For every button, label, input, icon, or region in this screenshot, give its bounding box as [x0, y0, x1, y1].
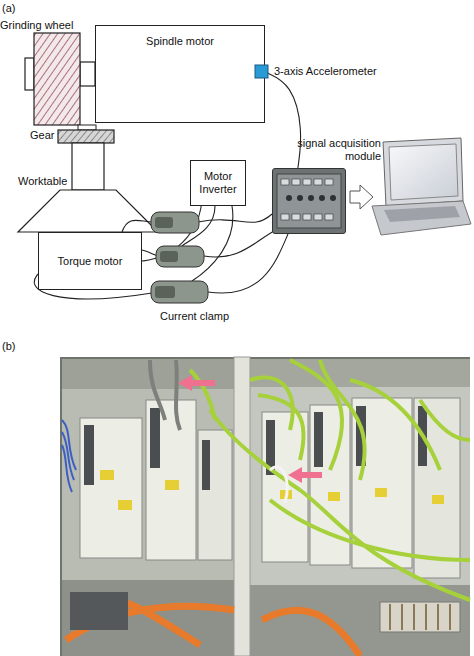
grinding-wheel — [25, 33, 95, 125]
laptop — [372, 138, 471, 235]
worktable — [18, 143, 158, 232]
node-text: Motor Inverter — [193, 170, 243, 196]
node-text: Spindle motor — [96, 35, 264, 48]
module-detail — [277, 174, 341, 228]
motor-box: Torque motor — [38, 232, 142, 290]
part-label: Current clamp — [160, 310, 229, 323]
part-label: Grinding wheel — [0, 19, 73, 32]
part-label: Gear — [30, 129, 54, 142]
cabinet-photo — [60, 357, 470, 656]
gear — [58, 125, 114, 143]
node-text: Torque motor — [58, 255, 123, 268]
current-clamp-symbol — [151, 212, 208, 303]
motor-box: Spindle motor — [95, 25, 265, 123]
panel-label: (b) — [2, 340, 15, 353]
accelerometer-symbol — [255, 65, 268, 78]
part-label: 3-axis Accelerometer — [274, 65, 377, 78]
block-arrow — [350, 185, 373, 209]
inverter-box: Motor Inverter — [190, 160, 246, 206]
node-text: signal acquisition module — [281, 137, 381, 163]
panel-label: (a) — [2, 2, 15, 15]
part-label: Worktable — [18, 175, 67, 188]
signal-wire — [265, 72, 301, 168]
